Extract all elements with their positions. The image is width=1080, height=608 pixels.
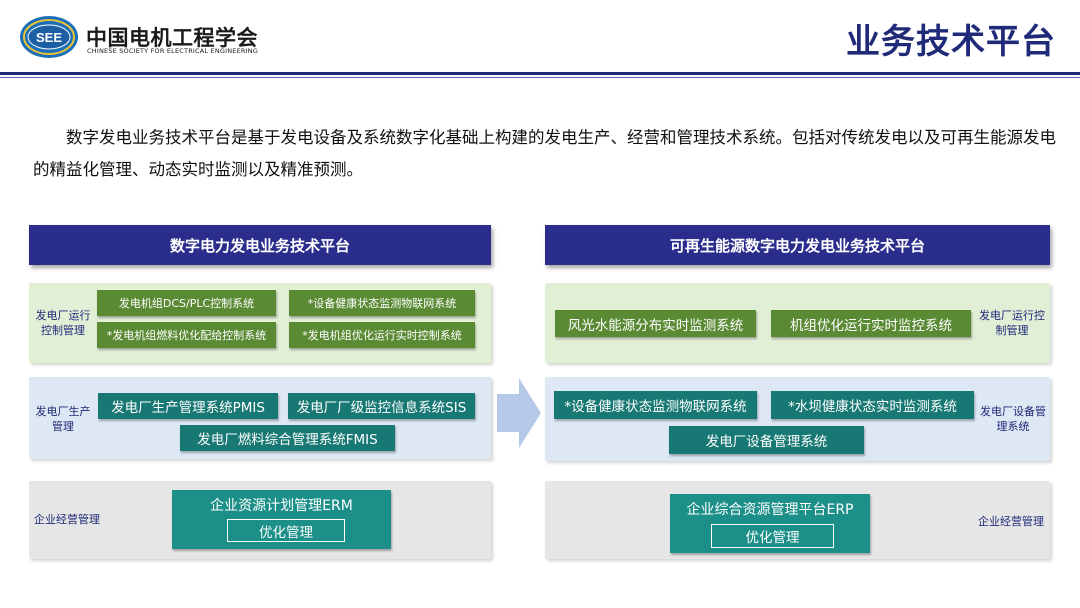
left-row1-item: *发电机组燃料优化配给控制系统: [97, 322, 276, 348]
right-row1-label: 发电厂运行控制管理: [979, 309, 1045, 337]
right-row1-item: 风光水能源分布实时监测系统: [555, 310, 756, 337]
right-arrow-icon: [497, 378, 541, 448]
left-operation-control-panel: 发电厂运行控制管理 发电机组DCS/PLC控制系统 *设备健康状态监测物联网系统…: [29, 283, 491, 363]
left-production-management-panel: 发电厂生产管理 发电厂生产管理系统PMIS 发电厂厂级监控信息系统SIS 发电厂…: [29, 377, 491, 459]
left-row1-item: 发电机组DCS/PLC控制系统: [97, 290, 276, 316]
left-optimization-label: 优化管理: [227, 519, 345, 542]
left-row2-label: 发电厂生产管理: [35, 405, 91, 433]
header-divider-thin: [0, 77, 1080, 78]
right-erp-title: 企业综合资源管理平台ERP: [686, 502, 854, 518]
right-row1-item: 机组优化运行实时监控系统: [771, 310, 971, 337]
page-title: 业务技术平台: [846, 22, 1056, 62]
left-row2-item: 发电厂厂级监控信息系统SIS: [288, 393, 475, 419]
right-equipment-management-panel: *设备健康状态监测物联网系统 *水坝健康状态实时监测系统 发电厂设备管理系统 发…: [545, 377, 1050, 461]
header-divider: [0, 72, 1080, 75]
org-name-cn: 中国电机工程学会: [86, 26, 258, 50]
right-business-management-panel: 企业综合资源管理平台ERP 优化管理 企业经营管理: [545, 481, 1050, 559]
right-erp-system: 企业综合资源管理平台ERP 优化管理: [670, 494, 870, 553]
left-erm-title: 企业资源计划管理ERM: [210, 498, 353, 514]
right-platform-title: 可再生能源数字电力发电业务技术平台: [545, 225, 1050, 265]
left-row1-label: 发电厂运行控制管理: [35, 309, 91, 337]
right-row2-item: *设备健康状态监测物联网系统: [554, 391, 757, 419]
left-row1-item: *设备健康状态监测物联网系统: [289, 290, 475, 316]
left-row3-label: 企业经营管理: [34, 512, 100, 526]
logo-text: SEE: [36, 30, 62, 45]
right-optimization-label: 优化管理: [711, 524, 834, 548]
right-row2-item: *水坝健康状态实时监测系统: [771, 391, 974, 419]
right-operation-control-panel: 风光水能源分布实时监测系统 机组优化运行实时监控系统 发电厂运行控制管理: [545, 283, 1050, 363]
org-name-en: CHINESE SOCIETY FOR ELECTRICAL ENGINEERI…: [87, 47, 259, 55]
intro-paragraph: 数字发电业务技术平台是基于发电设备及系统数字化基础上构建的发电生产、经营和管理技…: [33, 128, 1056, 179]
left-row2-item: 发电厂生产管理系统PMIS: [98, 393, 278, 419]
see-logo-icon: SEE: [18, 14, 80, 60]
left-row1-item: *发电机组优化运行实时控制系统: [289, 322, 475, 348]
left-erm-system: 企业资源计划管理ERM 优化管理: [172, 490, 391, 549]
left-platform-title: 数字电力发电业务技术平台: [29, 225, 491, 265]
right-row2-item: 发电厂设备管理系统: [669, 426, 864, 454]
right-row2-label: 发电厂设备管理系统: [980, 405, 1046, 433]
left-business-management-panel: 企业经营管理 企业资源计划管理ERM 优化管理: [29, 481, 491, 559]
left-row2-item: 发电厂燃料综合管理系统FMIS: [180, 425, 395, 451]
right-row3-label: 企业经营管理: [978, 514, 1044, 528]
